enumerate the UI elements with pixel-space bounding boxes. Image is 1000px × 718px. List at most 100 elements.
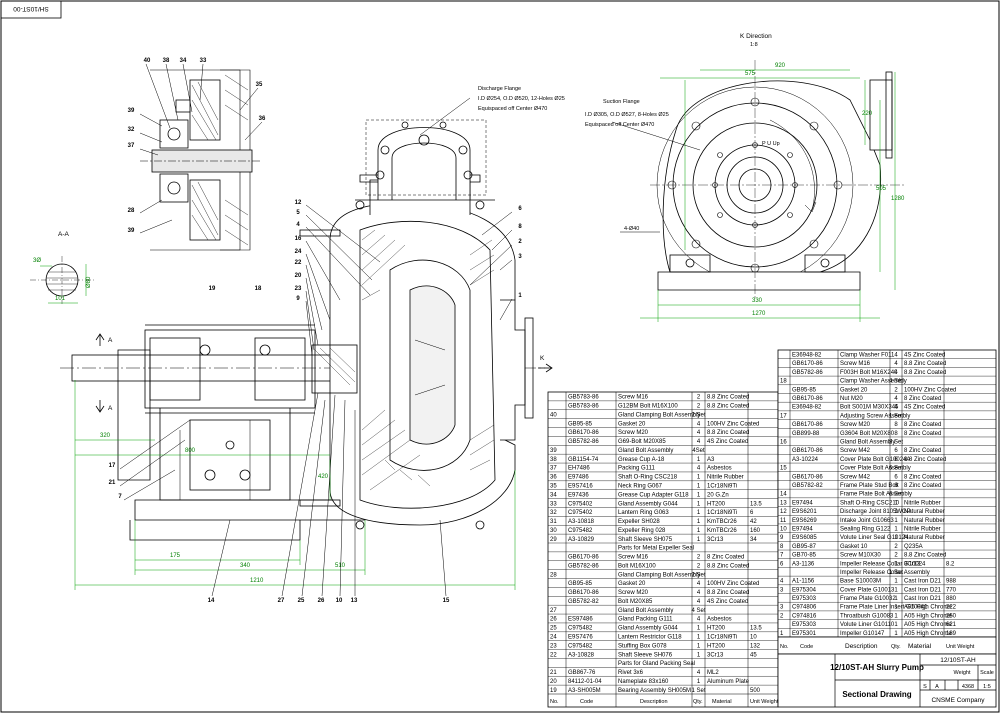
drawing-number: SH/10ST-00 xyxy=(13,5,49,12)
part-code: GB6170-86 xyxy=(792,396,823,402)
part-description: Cover Plate G10013 xyxy=(840,587,895,593)
k-direction-title: K Direction xyxy=(740,33,772,40)
dim-base-3: 510 xyxy=(335,563,346,569)
part-callout: 18 xyxy=(255,286,262,292)
part-description: Gland Packing G111 xyxy=(618,617,673,623)
seal-callout: 34 xyxy=(180,58,187,64)
part-callout: 20 xyxy=(295,273,302,279)
part-qty: 1 Set xyxy=(889,413,903,419)
part-code: E9S6085 xyxy=(792,535,817,541)
part-qty: 1 xyxy=(697,528,701,534)
part-material: 1Cr18Ni9Ti xyxy=(707,483,737,489)
part-number: 30 xyxy=(550,528,557,534)
part-code: E9S7416 xyxy=(568,483,593,489)
part-material: 4S Zinc Coated xyxy=(707,599,748,605)
part-code: GB6170-86 xyxy=(568,590,599,596)
part-number: 29 xyxy=(550,537,557,543)
seal-callout: 33 xyxy=(200,58,207,64)
part-code: E975303 xyxy=(792,622,817,628)
part-number: 32 xyxy=(550,510,557,516)
part-code: GB5782-82 xyxy=(792,483,823,489)
part-number: 36 xyxy=(550,475,557,481)
part-description: Gland Clamping Bolt Assembly xyxy=(618,572,700,578)
part-qty: 8 Set xyxy=(889,439,903,445)
part-callout: 3 xyxy=(518,254,522,260)
part-code: GB95-85 xyxy=(792,387,817,393)
title-model: 12/10ST-AH xyxy=(940,657,976,664)
part-qty: 4 xyxy=(697,439,701,445)
part-qty: 4 xyxy=(697,590,701,596)
part-weight: 42 xyxy=(750,519,757,525)
part-code: GB5782-86 xyxy=(568,563,599,569)
part-callout: 21 xyxy=(109,480,116,486)
part-description: Screw M20 xyxy=(840,422,871,428)
part-qty: 4Set xyxy=(692,448,705,454)
part-code: E975304 xyxy=(792,587,817,593)
part-material: Nitrile Rubber xyxy=(904,526,941,532)
part-material: 4S Zinc Coated xyxy=(904,405,945,411)
part-qty: 1 xyxy=(894,535,898,541)
shaft-dim-diameter: Ø80 xyxy=(86,276,92,288)
part-number: 38 xyxy=(550,457,557,463)
part-number: 26 xyxy=(550,617,557,623)
part-material: 100HV Zinc Coated xyxy=(707,581,759,587)
part-callout: 12 xyxy=(295,200,302,206)
part-callout: 1 xyxy=(518,293,522,299)
part-number: 33 xyxy=(550,501,557,507)
part-code: E975303 xyxy=(792,596,817,602)
title-weight-value: 4368 xyxy=(962,684,974,690)
part-qty: 4 xyxy=(894,396,898,402)
part-description: Bolt S001M M30X345 xyxy=(840,405,899,411)
part-qty: 1 xyxy=(894,587,898,593)
part-description: Gland Assembly G044 xyxy=(618,626,678,632)
part-code: GB5782-86 xyxy=(792,370,823,376)
part-description: Impeller Release Collar Assembly xyxy=(840,570,930,576)
part-qty: 1 Set xyxy=(889,570,903,576)
dim-pump-3: 220 xyxy=(862,111,873,117)
seal-callout: 28 xyxy=(128,208,135,214)
part-number: 14 xyxy=(780,492,787,498)
part-description: Gland Bolt Assembly xyxy=(618,608,673,614)
part-callout: 7 xyxy=(118,494,122,500)
part-number: 12 xyxy=(780,509,787,515)
part-code: GB95-85 xyxy=(568,421,593,427)
part-qty: 4 xyxy=(894,353,898,359)
seal-callout: 36 xyxy=(259,116,266,122)
part-code: ES97486 xyxy=(568,617,593,623)
part-description: Bolt M16X100 xyxy=(618,563,656,569)
part-description: Grease Cup Adapter G118 xyxy=(618,492,689,498)
part-material: 8.8 Zinc Coated xyxy=(904,457,946,463)
part-number: 6 xyxy=(780,561,784,567)
part-number: 3 xyxy=(780,587,784,593)
part-description: Gasket 20 xyxy=(840,387,868,393)
part-callout: 24 xyxy=(295,249,302,255)
part-description: Screw M42 xyxy=(840,474,871,480)
part-number: 31 xyxy=(550,519,557,525)
title-block xyxy=(777,653,997,708)
part-description: Screw M20 xyxy=(618,590,649,596)
title-scale-label: Scale xyxy=(980,670,994,676)
part-qty: 1 xyxy=(894,526,898,532)
part-number: 7 xyxy=(780,553,784,559)
part-description: Bolt M20X85 xyxy=(618,599,653,605)
part-number: 10 xyxy=(780,526,787,532)
part-code: 84112-01-04 xyxy=(568,679,602,685)
part-code: GB1154-74 xyxy=(568,457,599,463)
part-material: 8 Zinc Coated xyxy=(904,431,941,437)
part-description: Shaft Sleeve SH075 xyxy=(618,537,673,543)
title-drawing-title: Sectional Drawing xyxy=(842,690,911,699)
part-material: Cast Iron D21 xyxy=(904,587,942,593)
